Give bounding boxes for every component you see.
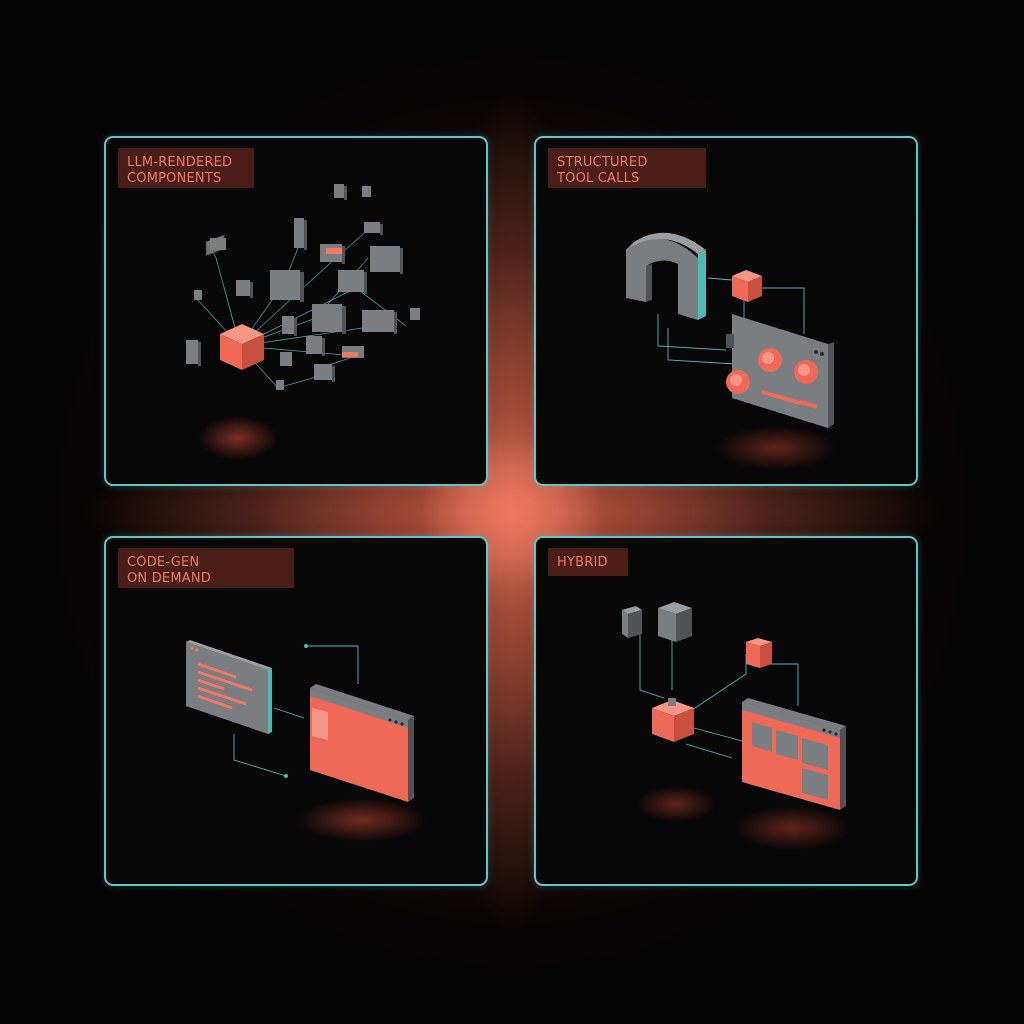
component-cloud-illustration	[186, 184, 420, 460]
panel-title: HYBRID	[548, 548, 628, 576]
gray-cube-small	[622, 606, 642, 638]
panel-hybrid: HYBRID	[534, 536, 918, 886]
panel-llm-rendered-components: LLM-RENDERED COMPONENTS	[104, 136, 488, 486]
gray-cube-large	[658, 602, 692, 642]
rendered-app-window	[310, 684, 414, 802]
tool-ui-panel	[726, 314, 834, 428]
panel-structured-tool-calls: STRUCTURED TOOL CALLS	[534, 136, 918, 486]
panel-title: STRUCTURED TOOL CALLS	[548, 148, 706, 188]
panel-code-gen-on-demand: CODE-GEN ON DEMAND	[104, 536, 488, 886]
hybrid-illustration	[622, 602, 850, 850]
tool-arch	[626, 232, 706, 320]
panel-title: LLM-RENDERED COMPONENTS	[118, 148, 254, 188]
code-gen-illustration	[186, 640, 426, 842]
hybrid-app-window	[742, 698, 846, 810]
tool-cube	[732, 270, 762, 302]
llm-cube	[220, 324, 264, 370]
panel-title: CODE-GEN ON DEMAND	[118, 548, 294, 588]
tool-call-illustration	[626, 232, 836, 470]
code-window	[186, 640, 272, 734]
red-cube-center	[652, 698, 694, 742]
red-cube-small	[746, 638, 772, 668]
